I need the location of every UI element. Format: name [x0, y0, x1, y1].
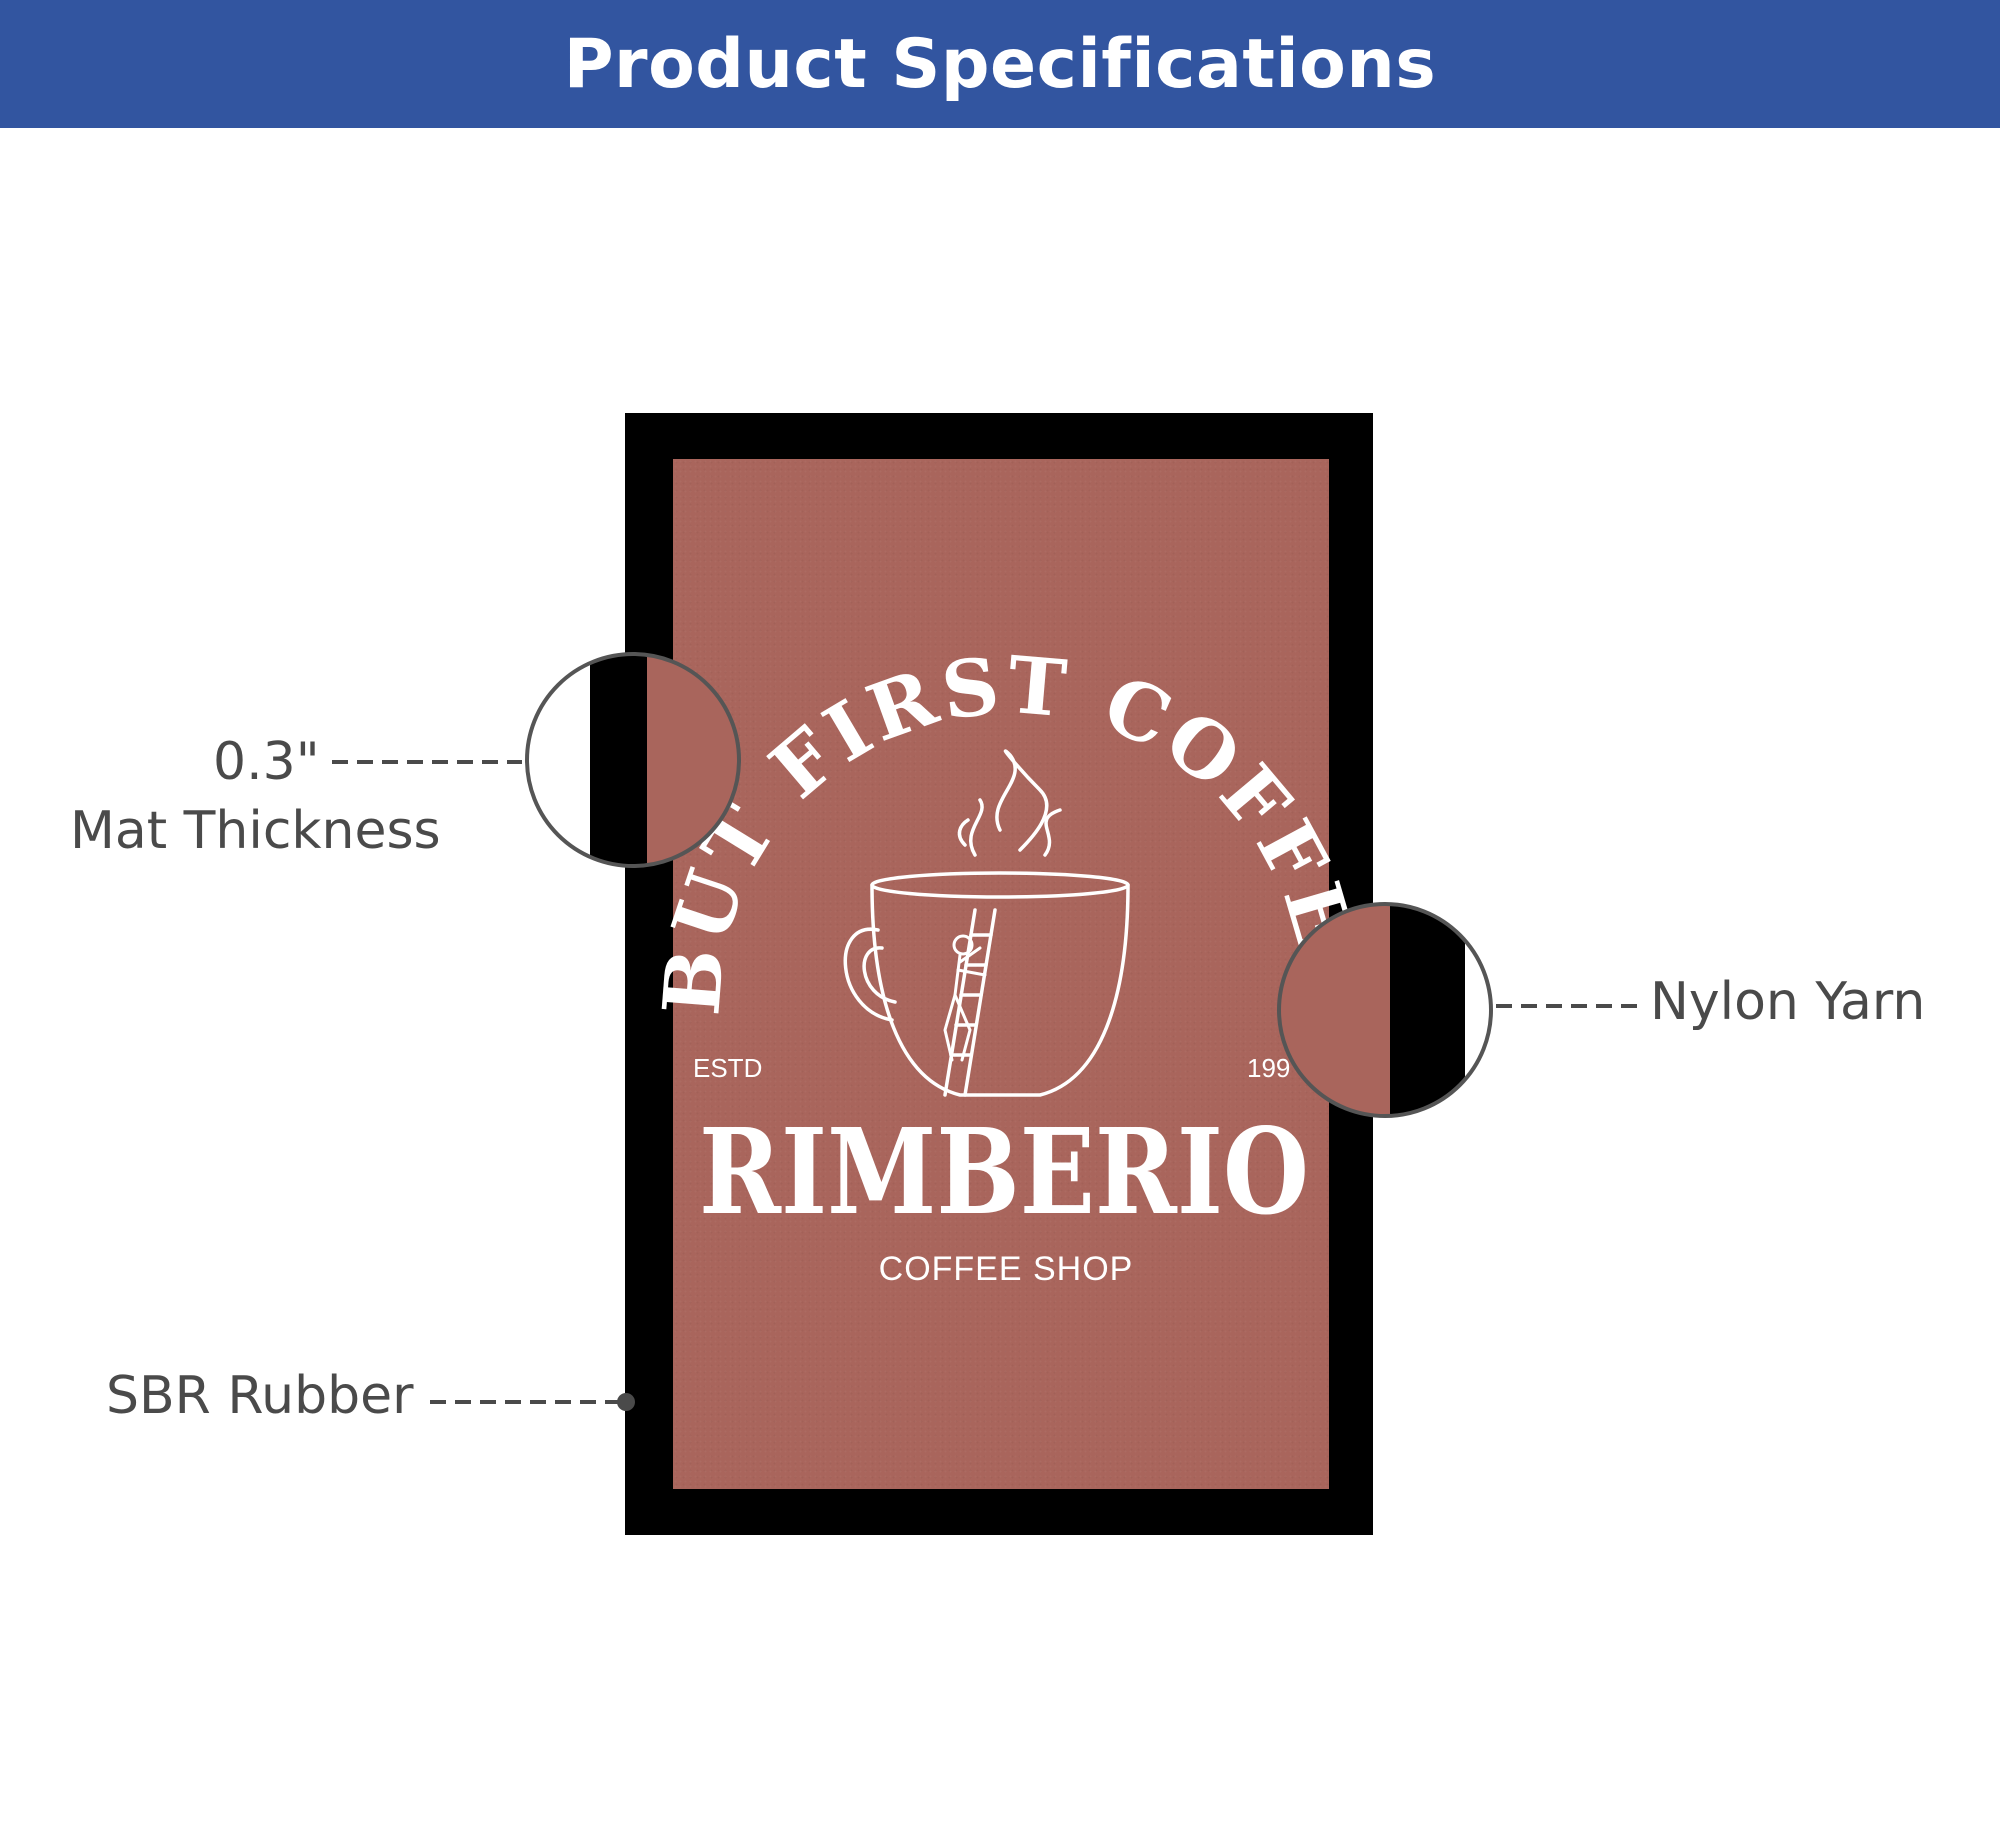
brand-tagline: COFFEE SHOP — [879, 1250, 1134, 1288]
rubber-label: SBR Rubber — [106, 1366, 414, 1426]
estd-label: ESTD — [693, 1053, 762, 1083]
yarn-label: Nylon Yarn — [1650, 972, 1926, 1032]
arc-slogan-text: BUT FIRST COFFEE — [646, 640, 1377, 1019]
thickness-magnifier — [525, 652, 741, 868]
rubber-pointer-dot — [617, 1393, 635, 1411]
page-title: Product Specifications — [563, 24, 1437, 104]
thickness-caption-label: Mat Thickness — [70, 801, 441, 861]
mat-nylon-face — [673, 459, 1329, 1489]
thickness-value-label: 0.3" — [213, 732, 320, 792]
steam-icon — [957, 749, 1062, 857]
brand-name: RIMBERIO — [699, 1102, 1309, 1241]
climbing-figure-icon — [943, 934, 987, 1062]
coffee-cup-icon — [843, 871, 1130, 1097]
header-bar: Product Specifications — [0, 0, 2000, 128]
year-label: 199 — [1247, 1053, 1290, 1083]
